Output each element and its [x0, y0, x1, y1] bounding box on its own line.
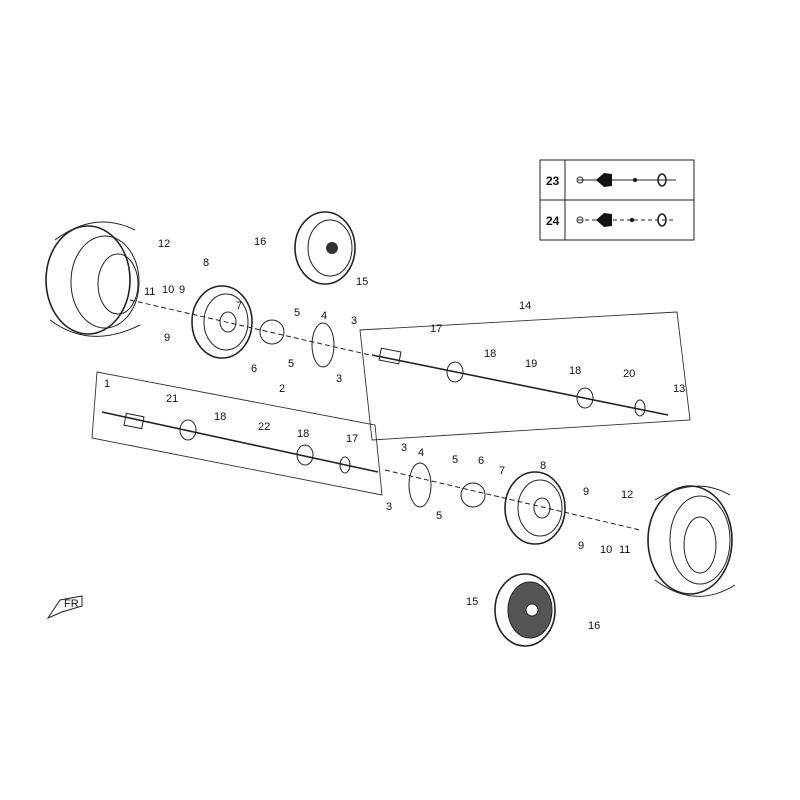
callout-7: 7: [499, 465, 505, 477]
callout-6: 6: [251, 363, 257, 375]
callout-21: 21: [166, 393, 178, 405]
callout-11: 11: [144, 286, 155, 298]
callout-18: 18: [569, 365, 581, 377]
callout-5: 5: [294, 307, 300, 319]
callout-15: 15: [466, 596, 478, 608]
front-shaft-group-box: [91, 371, 383, 496]
hub-rear: [259, 319, 285, 345]
callout-9: 9: [164, 332, 170, 344]
callout-5: 5: [452, 454, 458, 466]
rim-rear: [191, 285, 253, 359]
callout-4: 4: [321, 310, 327, 322]
legend-number-24: 24: [546, 214, 560, 228]
legend-number-23: 23: [546, 174, 560, 188]
callout-10: 10: [600, 544, 612, 556]
alloy-rim-lower: [494, 573, 556, 647]
callout-7: 7: [236, 300, 242, 312]
callout-8: 8: [540, 460, 546, 472]
callout-12: 12: [158, 238, 170, 250]
callout-5: 5: [288, 358, 294, 370]
brake-disc-rear: [311, 322, 335, 368]
callout-18: 18: [214, 411, 226, 423]
callout-16: 16: [254, 236, 266, 248]
callout-17: 17: [430, 323, 442, 335]
tire-front-right: [647, 485, 736, 597]
callout-22: 22: [258, 421, 270, 433]
alloy-rim-upper: [294, 211, 356, 285]
callout-16: 16: [588, 620, 600, 632]
callout-3: 3: [336, 373, 342, 385]
legend-table: 23 24: [539, 159, 695, 241]
callout-6: 6: [478, 455, 484, 467]
rim-front: [504, 471, 566, 545]
callout-9: 9: [583, 486, 589, 498]
front-direction-arrow-icon: FR: [46, 595, 83, 620]
callout-14: 14: [519, 300, 531, 312]
callout-5: 5: [436, 510, 442, 522]
drive-shaft-rear: [371, 347, 669, 417]
callout-1: 1: [104, 378, 110, 390]
callout-13: 13: [673, 383, 685, 395]
tire-rear-left: [45, 221, 141, 337]
callout-18: 18: [297, 428, 309, 440]
callout-3: 3: [401, 442, 407, 454]
callout-11: 11: [619, 544, 630, 556]
callout-3: 3: [351, 315, 357, 327]
cv-joint-kit-dashed-icon: [576, 213, 676, 227]
rear-shaft-group-box: [359, 311, 691, 441]
callout-17: 17: [346, 433, 358, 445]
callout-8: 8: [203, 257, 209, 269]
callout-9: 9: [578, 540, 584, 552]
callout-12: 12: [621, 489, 633, 501]
arrow-text: FR: [64, 598, 79, 610]
callout-3: 3: [386, 501, 392, 513]
cv-joint-kit-icon: [576, 173, 676, 187]
callout-18: 18: [484, 348, 496, 360]
callout-20: 20: [623, 368, 635, 380]
brake-disc-front: [408, 462, 432, 508]
drive-shaft-front: [101, 411, 379, 474]
hub-front: [460, 482, 486, 508]
callout-19: 19: [525, 358, 537, 370]
callout-9: 9: [179, 284, 185, 296]
callout-15: 15: [356, 276, 368, 288]
callout-10: 10: [162, 284, 174, 296]
callout-2: 2: [279, 383, 285, 395]
callout-4: 4: [418, 447, 424, 459]
